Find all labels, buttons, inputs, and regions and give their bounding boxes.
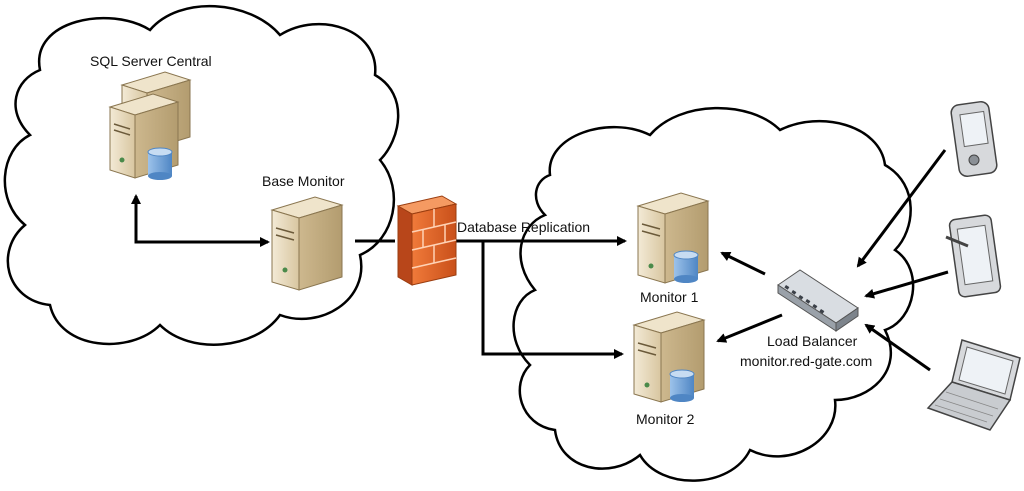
base-monitor-server-icon — [270, 196, 344, 291]
monitor2-server-icon — [632, 311, 706, 403]
right-cloud — [512, 106, 915, 482]
firewall-icon — [396, 195, 458, 286]
monitor1-label: Monitor 1 — [640, 289, 699, 305]
tablet-icon — [945, 214, 1002, 298]
sql-server-central-icon — [108, 71, 192, 180]
link-laptop-to-lb — [864, 323, 931, 372]
monitor1-server-icon — [636, 192, 710, 284]
load-balancer-label: Load Balancer — [767, 333, 858, 349]
link-base-to-central — [134, 205, 270, 247]
connectors — [131, 149, 949, 372]
link-lb-to-monitor2 — [716, 313, 783, 343]
link-firewall-to-monitor2 — [481, 241, 624, 359]
monitor2-label: Monitor 2 — [636, 411, 695, 427]
laptop-icon — [926, 339, 1021, 431]
load-balancer-switch-icon — [777, 269, 859, 332]
pda-icon — [950, 100, 998, 178]
link-pda-to-lb — [856, 149, 947, 268]
link-lb-to-monitor1 — [720, 251, 766, 276]
link-tablet-to-lb — [864, 270, 949, 299]
sql-server-central-label: SQL Server Central — [90, 53, 212, 69]
base-monitor-label: Base Monitor — [262, 173, 345, 189]
load-balancer-host-label: monitor.red-gate.com — [740, 353, 872, 369]
database-replication-label: Database Replication — [457, 219, 590, 235]
